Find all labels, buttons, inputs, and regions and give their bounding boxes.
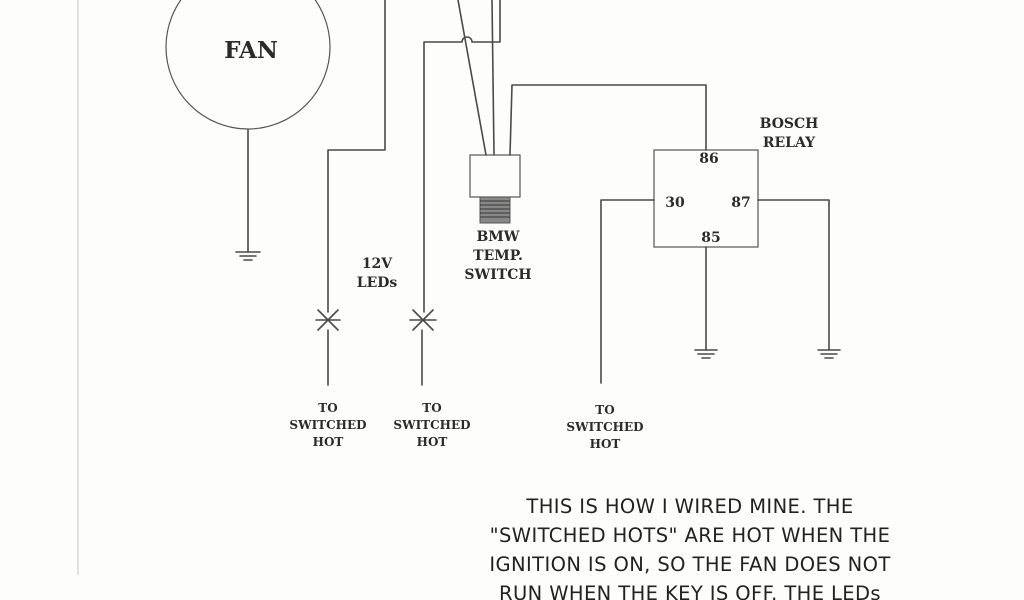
temp-switch-wire-b <box>491 0 495 156</box>
leds-label: LEDs <box>357 275 398 291</box>
note-line-2: "SWITCHED HOTS" ARE HOT WHEN THE <box>489 524 891 547</box>
relay-pin-86: 86 <box>699 151 718 167</box>
relay-pin-30: 30 <box>665 195 685 211</box>
relay-label-line1: BOSCH <box>760 116 819 132</box>
hot2-label-line3: HOT <box>417 435 448 449</box>
led1-feed-wire <box>327 0 386 313</box>
relay-pin-87: 87 <box>731 195 750 211</box>
relay-85-ground-symbol <box>694 349 718 359</box>
temp-switch-thread-lines <box>480 200 510 218</box>
relay-87-wire <box>757 199 830 351</box>
hot3-label-line1: TO <box>595 403 614 417</box>
fan-motor-circle <box>165 0 331 130</box>
relay-30-wire <box>600 199 655 384</box>
led2-symbol <box>409 309 437 331</box>
relay-86-wire <box>509 84 707 156</box>
hot2-label-line2: SWITCHED <box>393 418 470 432</box>
relay-label-line2: RELAY <box>763 135 816 151</box>
temp-switch-body <box>469 154 521 198</box>
relay-pin-85: 85 <box>701 230 720 246</box>
hot2-label-line1: TO <box>422 401 441 415</box>
note-line-1: THIS IS HOW I WIRED MINE. THE <box>526 495 854 518</box>
led2-feed-wire <box>423 0 501 313</box>
wiring-note: THIS IS HOW I WIRED MINE. THE "SWITCHED … <box>420 492 960 600</box>
note-line-4: RUN WHEN THE KEY IS OFF. THE LEDs <box>499 582 881 600</box>
hot3-label-line3: HOT <box>590 437 621 451</box>
temp-switch-wire-a <box>457 0 487 156</box>
note-line-3: IGNITION IS ON, SO THE FAN DOES NOT <box>489 553 891 576</box>
relay-87-ground-symbol <box>817 349 841 359</box>
fan-ground-symbol <box>235 251 261 261</box>
led1-symbol <box>315 309 341 331</box>
hot1-label-line2: SWITCHED <box>289 418 366 432</box>
hot1-label-line1: TO <box>318 401 337 415</box>
hot1-label-line3: HOT <box>313 435 344 449</box>
leds-voltage-label: 12V <box>362 256 393 272</box>
temp-switch-label-line2: TEMP. <box>473 248 523 264</box>
fan-label: FAN <box>224 37 278 64</box>
temp-switch-label-line1: BMW <box>476 229 519 245</box>
hot3-label-line2: SWITCHED <box>566 420 643 434</box>
temp-switch-label-line3: SWITCH <box>464 267 531 283</box>
